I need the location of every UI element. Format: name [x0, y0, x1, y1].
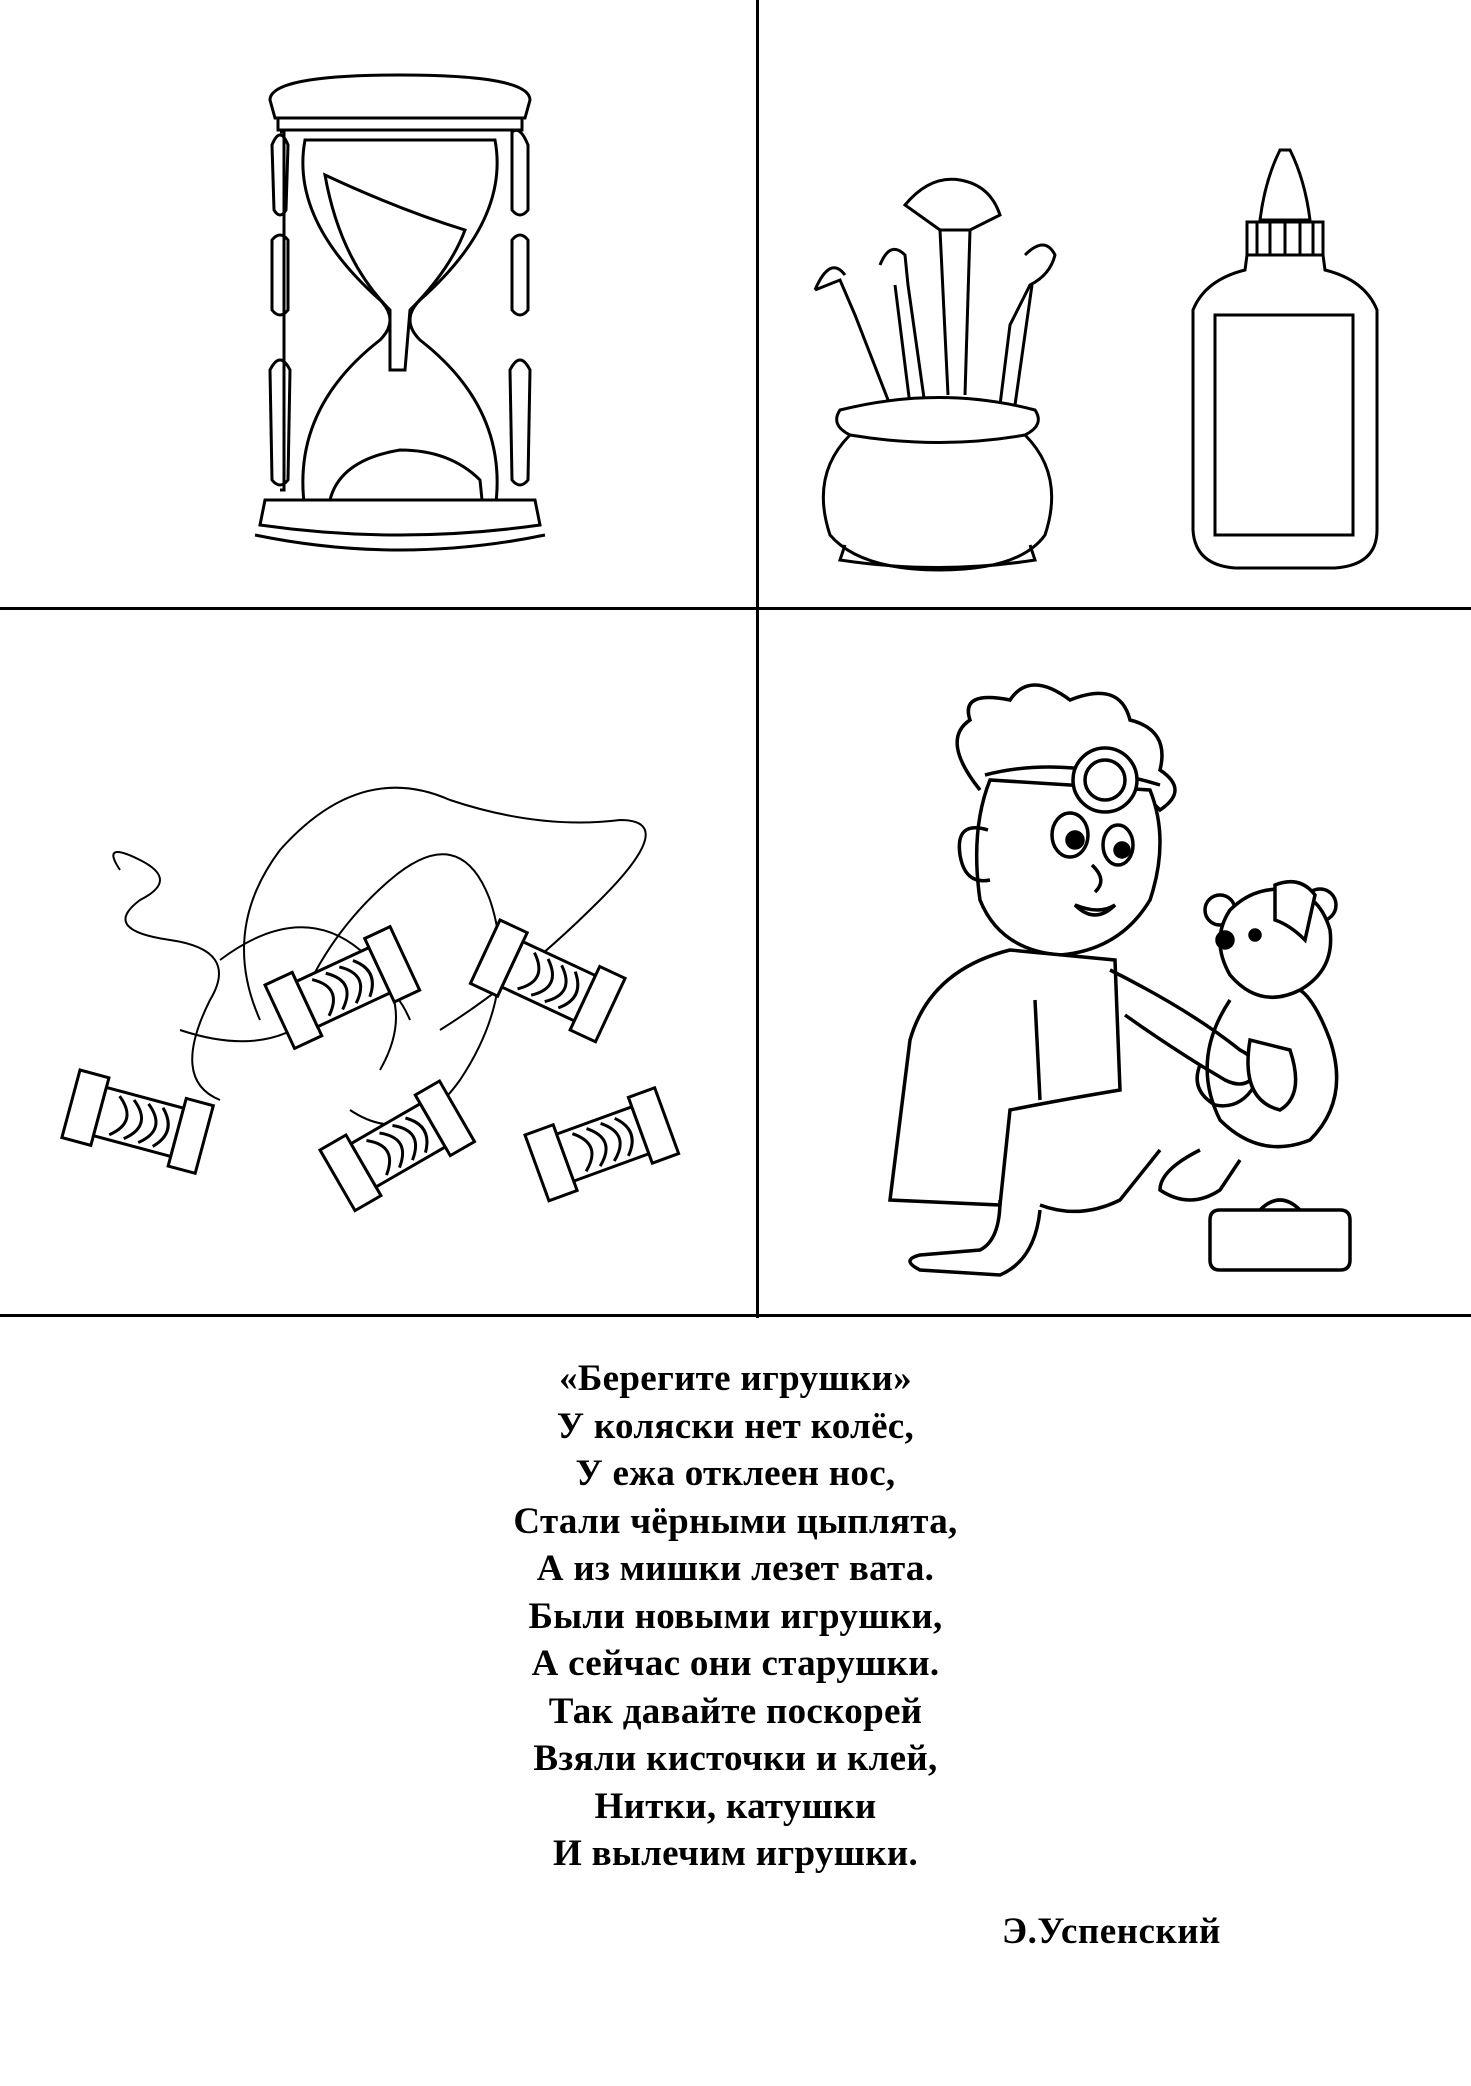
poem-author: Э.Успенский	[1002, 1911, 1221, 1952]
poem-line: Так давайте поскорей	[548, 1690, 923, 1732]
poem-line: Нитки, катушки	[594, 1785, 877, 1827]
thread-spools-icon	[60, 786, 681, 1213]
poem-line: Взяли кисточки и клей,	[533, 1738, 938, 1779]
poem-title: «Берегите игрушки»	[559, 1358, 912, 1399]
grid-line-horizontal-bottom	[0, 1314, 1471, 1317]
paint-brushes-pot-icon	[813, 177, 1057, 572]
grid-line-horizontal-top	[0, 607, 1471, 610]
hourglass-icon	[254, 73, 546, 552]
poem-line: А сейчас они старушки.	[531, 1643, 940, 1684]
doctor-treating-teddy-bear-icon	[888, 683, 1352, 1277]
glue-bottle-icon	[1191, 148, 1379, 570]
grid-line-vertical	[756, 0, 759, 1318]
poem-line: А из мишки лезет вата.	[536, 1548, 935, 1589]
poem-line: И вылечим игрушки.	[552, 1833, 919, 1874]
poem-line: Были новыми игрушки,	[528, 1595, 943, 1637]
poem-line: Стали чёрными цыплята,	[513, 1500, 958, 1542]
poem-line: У коляски нет колёс,	[556, 1405, 915, 1447]
poem: «Берегите игрушки» У коляски нет колёс, …	[0, 1355, 1471, 1878]
poem-line: У ежа отклеен нос,	[575, 1453, 896, 1494]
